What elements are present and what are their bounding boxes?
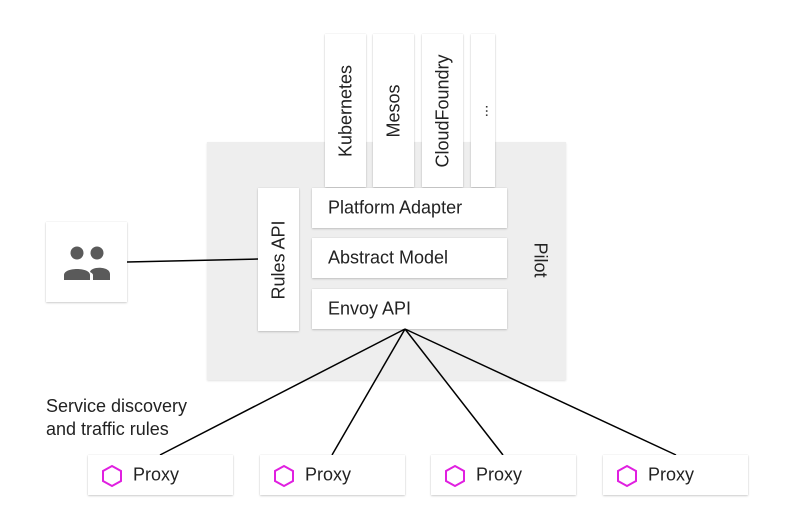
abstract-model-box: Abstract Model [312, 238, 507, 278]
envoy-api-box: Envoy API [312, 289, 507, 329]
hexagon-icon [445, 464, 465, 488]
proxy-label: Proxy [648, 464, 695, 485]
users-box [46, 222, 127, 302]
hexagon-icon [102, 464, 122, 488]
proxy-box: Proxy [603, 455, 748, 495]
platform-kubernetes: Kubernetes [325, 34, 366, 187]
proxy-label: Proxy [476, 464, 523, 485]
platform-cloudfoundry: CloudFoundry [422, 34, 463, 187]
platform-adapter-box: Platform Adapter [312, 188, 507, 228]
note-line: and traffic rules [46, 419, 169, 439]
envoy-api-label: Envoy API [328, 298, 412, 319]
proxy-label: Proxy [133, 464, 180, 485]
note-line: Service discovery [46, 396, 188, 416]
proxy-box: Proxy [431, 455, 576, 495]
abstract-model-label: Abstract Model [328, 247, 449, 268]
platform-adapter-label: Platform Adapter [328, 197, 463, 218]
platform-mesos: Mesos [373, 34, 414, 187]
hexagon-icon [274, 464, 294, 488]
proxy-box: Proxy [260, 455, 405, 495]
rules-api-box: Rules API [258, 188, 299, 331]
proxy-box: Proxy [88, 455, 233, 495]
users-icon [64, 246, 110, 280]
service-discovery-note: Service discovery and traffic rules [46, 395, 187, 441]
platform-more: ... [471, 34, 495, 187]
proxy-label: Proxy [305, 464, 352, 485]
hexagon-icon [617, 464, 637, 488]
